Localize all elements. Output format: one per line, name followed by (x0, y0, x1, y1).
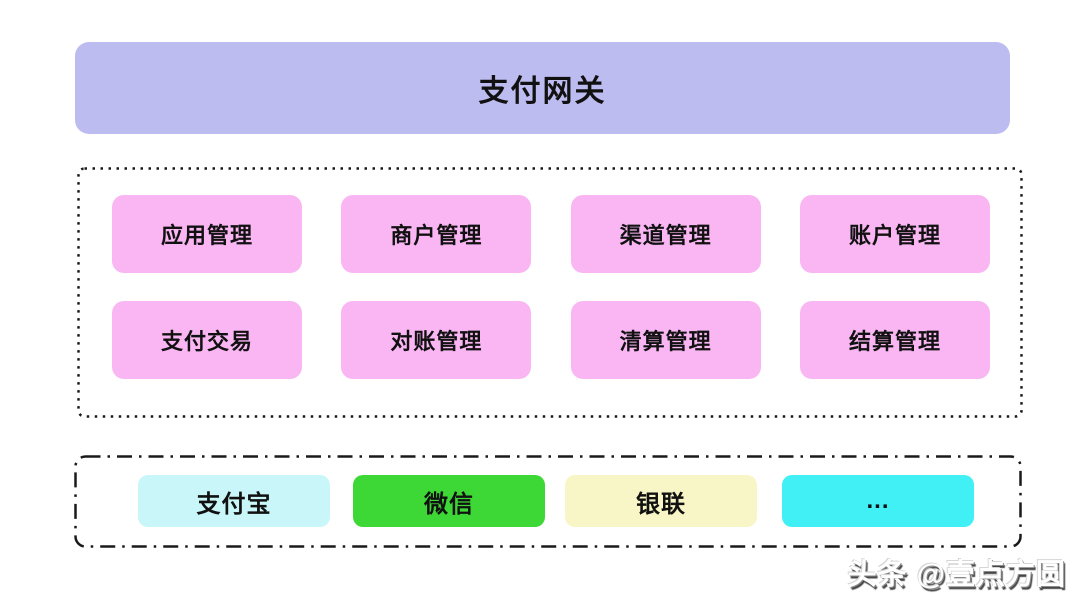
module-label: 渠道管理 (619, 223, 712, 248)
module-label: 清算管理 (619, 329, 712, 354)
module-box-payment-transaction: 支付交易 (112, 301, 302, 379)
module-box-merchant-mgmt: 商户管理 (341, 195, 532, 273)
module-box-app-mgmt: 应用管理 (112, 195, 302, 273)
module-box-channel-mgmt: 渠道管理 (570, 195, 761, 273)
module-label: 支付交易 (160, 329, 253, 354)
channel-label: 微信 (424, 490, 474, 518)
gateway-title: 支付网关 (478, 75, 607, 108)
module-box-clearing-mgmt: 清算管理 (570, 301, 761, 379)
module-box-account-mgmt: 账户管理 (799, 195, 990, 273)
module-label: 对账管理 (390, 329, 483, 354)
channel-box-others: ... (782, 475, 974, 527)
channel-box-alipay: 支付宝 (138, 475, 330, 527)
modules-row-1: 应用管理 商户管理 渠道管理 账户管理 (112, 195, 990, 273)
module-label: 商户管理 (390, 223, 483, 248)
gateway-banner: 支付网关 (75, 42, 1010, 134)
channel-box-wechat: 微信 (353, 475, 545, 527)
channels-container: 支付宝 微信 银联 ... (74, 455, 1022, 548)
modules-container: 应用管理 商户管理 渠道管理 账户管理 支付交易 对账管理 清算管理 (77, 167, 1023, 418)
module-label: 账户管理 (848, 223, 941, 248)
module-label: 结算管理 (848, 329, 941, 354)
module-label: 应用管理 (160, 223, 253, 248)
channel-label: 支付宝 (196, 490, 272, 518)
modules-row-2: 支付交易 对账管理 清算管理 结算管理 (112, 301, 990, 379)
watermark-text: 头条 @壹点方圆 (847, 559, 1066, 591)
channel-label: ... (866, 487, 890, 514)
module-box-settlement-mgmt: 结算管理 (799, 301, 990, 379)
channel-label: 银联 (636, 490, 686, 518)
module-box-reconciliation-mgmt: 对账管理 (341, 301, 532, 379)
channel-box-unionpay: 银联 (565, 475, 757, 527)
